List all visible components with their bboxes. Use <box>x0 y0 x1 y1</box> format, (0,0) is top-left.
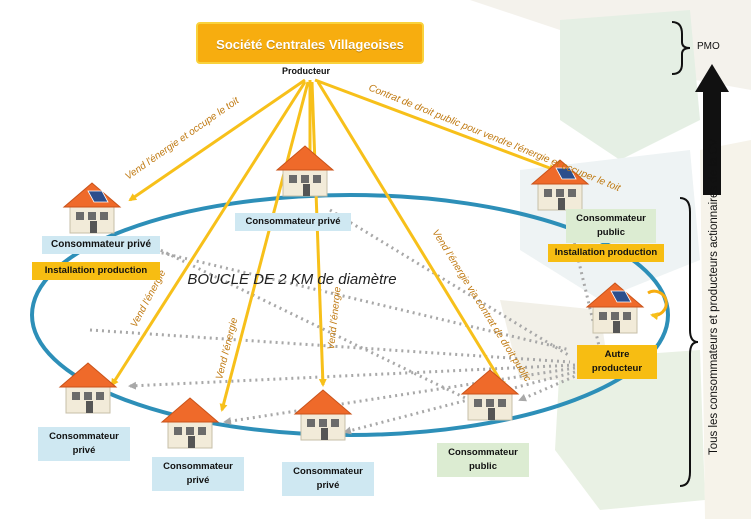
house-bottom-3-icon <box>294 389 352 441</box>
label-center: Vend l'énergie <box>326 286 344 350</box>
node-bottom-3-line1: Consommateur <box>293 466 363 477</box>
sale-arrows <box>110 78 557 412</box>
node-bottom-right-line2: public <box>469 461 497 472</box>
label-center-left: Vend l'énergie <box>214 316 240 380</box>
node-top-center-label: Consommateur privé <box>235 213 351 231</box>
dotted-links <box>89 208 571 412</box>
label-left-top: Vend l'énergie et occupe le toit <box>123 95 242 183</box>
node-top-left-label: Consommateur privé <box>42 236 160 254</box>
node-right-line1: Autre <box>604 349 630 360</box>
node-top-right-extra: Installation production <box>548 244 664 262</box>
node-bottom-right-line1: Consommateur <box>448 447 518 458</box>
title-box: Société Centrales Villageoises <box>196 22 424 64</box>
loop-label: BOUCLE DE 2 KM de diamètre <box>187 271 396 288</box>
node-bottom-2-label: Consommateur privé <box>152 457 244 491</box>
node-bottom-3-line2: privé <box>316 480 340 491</box>
house-top-center-icon <box>276 145 334 197</box>
loop-ellipse <box>30 193 670 437</box>
node-bottom-2-line2: privé <box>186 475 210 486</box>
bg-patch-green-top <box>560 10 700 160</box>
side-label: Tous les consommateurs et producteurs ac… <box>708 138 720 455</box>
dotted-arrows <box>128 223 602 435</box>
node-right-label: Autre producteur <box>577 345 657 379</box>
pmo-brace <box>671 21 691 75</box>
node-bottom-left-line2: privé <box>72 445 96 456</box>
node-right-line2: producteur <box>591 363 643 374</box>
members-brace <box>679 197 699 487</box>
house-top-left-icon <box>64 183 120 233</box>
node-bottom-left-label: Consommateur privé <box>38 427 130 461</box>
node-bottom-right-label: Consommateur public <box>437 443 529 477</box>
bg-patch-green-bottom <box>555 350 705 510</box>
node-top-right-line1: Consommateur <box>576 213 646 224</box>
node-bottom-left-line1: Consommateur <box>49 431 119 442</box>
pmo-arrow-head <box>695 64 729 92</box>
house-bottom-2-icon <box>161 397 219 449</box>
node-top-left-extra: Installation production <box>32 262 160 280</box>
node-bottom-3-label: Consommateur privé <box>282 462 374 496</box>
producer-label: Producteur <box>282 66 331 76</box>
node-top-right-line2: public <box>597 227 625 238</box>
self-consumption-arrow <box>647 289 668 321</box>
node-bottom-2-line1: Consommateur <box>163 461 233 472</box>
node-top-right-label: Consommateur public <box>566 209 656 243</box>
pmo-arrow-shaft <box>703 90 721 195</box>
pmo-label: PMO <box>697 41 720 52</box>
bg-patch-right <box>700 140 751 519</box>
